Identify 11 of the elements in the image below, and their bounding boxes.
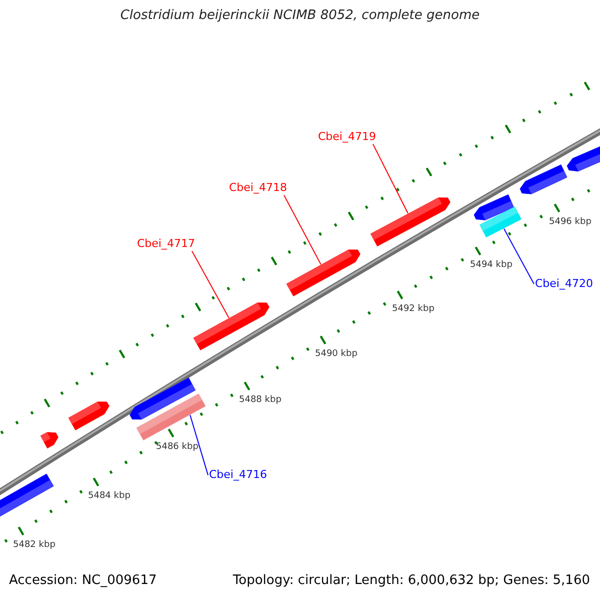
- scale-label: 5486 kbp: [156, 443, 198, 453]
- scale-label: 5492 kbp: [392, 305, 434, 315]
- scale-label: 5488 kbp: [239, 396, 282, 406]
- accession-text: Accession: NC_009617: [9, 574, 157, 588]
- scale-label: 5482 kbp: [13, 541, 56, 551]
- scale-label: 5496 kbp: [549, 218, 592, 228]
- scale-label: 5490 kbp: [315, 350, 358, 360]
- scale-label: 5484 kbp: [88, 492, 130, 502]
- genome-info-text: Topology: circular; Length: 6,000,632 bp; Genes: 5,160: [232, 574, 590, 588]
- scale-label: 5494 kbp: [470, 261, 512, 271]
- title: Clostridium beijerinckii NCIMB 8052, complete genome: [119, 9, 481, 24]
